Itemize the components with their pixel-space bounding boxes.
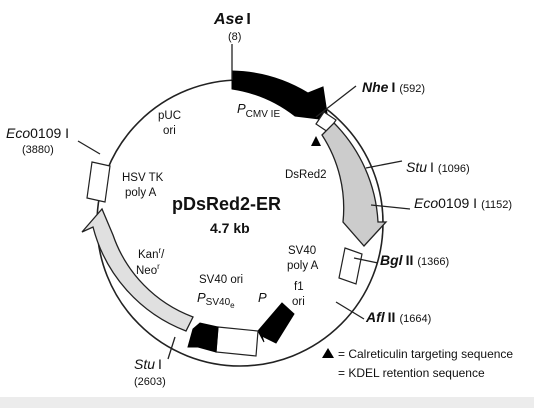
- nhe-site-line: [315, 85, 357, 118]
- dsred2-arrow: [321, 122, 388, 247]
- stu-bottom-site-line: [167, 336, 176, 360]
- dsred2-label: DsRed2: [285, 169, 327, 181]
- bottom-border-band: [0, 397, 534, 408]
- puc-label: pUC: [158, 110, 181, 122]
- plasmid-name: pDsRed2-ER: [172, 194, 281, 214]
- sv40-polya-label-1: SV40: [288, 245, 316, 257]
- eco-left-site-pos: (3880): [22, 144, 54, 156]
- eco-right-site-line: [370, 204, 411, 210]
- legend-triangle-icon: [322, 348, 334, 358]
- sv40-polya-label-2: poly A: [287, 260, 319, 272]
- puc-ori-label: ori: [163, 125, 176, 137]
- eco-right-site-label: Eco0109 I(1152): [414, 195, 512, 211]
- f1-ori-arrow: [257, 302, 295, 344]
- pcmv-label: PCMV IE: [237, 101, 280, 120]
- calreticulin-triangle-marker: [311, 136, 321, 146]
- sv40-polya-box: [338, 247, 363, 285]
- f1-label: f1: [294, 281, 304, 293]
- plasmid-size: 4.7 kb: [210, 220, 250, 236]
- stu-top-site-line: [365, 160, 403, 169]
- kan-label: Kanr/: [138, 246, 165, 261]
- hsv-tk-label: HSV TK: [122, 172, 164, 184]
- ase-site-pos: (8): [228, 31, 241, 43]
- legend-triangle-text: = Calreticulin targeting sequence: [338, 347, 513, 361]
- neo-label: Neor: [136, 262, 160, 277]
- stu-bottom-site-pos: (2603): [134, 376, 166, 388]
- psv40-promoter-arrow: [187, 322, 219, 353]
- f1-ori-label: ori: [292, 296, 305, 308]
- hsv-polya-label: poly A: [125, 187, 157, 199]
- p-label: P: [258, 290, 267, 305]
- hsv-tk-polya-box: [86, 161, 111, 203]
- sv40-ori-box: [215, 326, 259, 357]
- afl-site-line: [335, 301, 365, 320]
- bgl-site-line: [353, 257, 379, 264]
- eco-left-site-label: Eco0109 I: [6, 125, 69, 141]
- psv40-label: PSV40e: [197, 290, 235, 310]
- legend-kdel-text: = KDEL retention sequence: [338, 366, 485, 380]
- kan-neo-arrow: [81, 207, 194, 332]
- sv40-ori-label: SV40 ori: [199, 274, 243, 286]
- eco-left-site-line: [77, 140, 101, 155]
